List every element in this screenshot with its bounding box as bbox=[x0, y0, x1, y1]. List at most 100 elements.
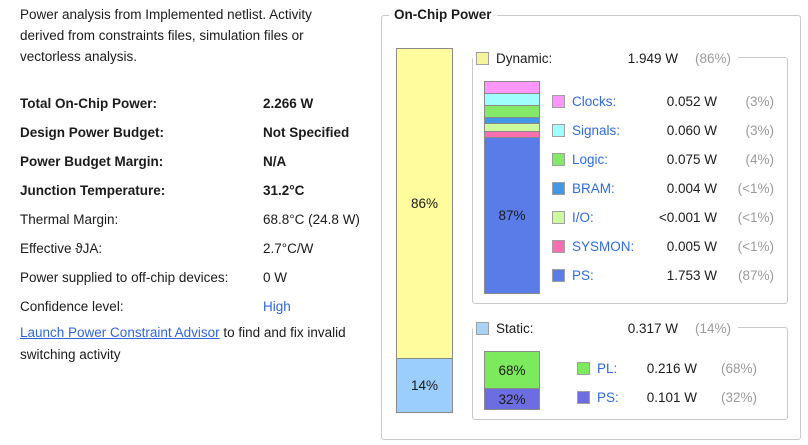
launch-power-constraint-advisor-link[interactable]: Launch Power Constraint Advisor bbox=[20, 325, 220, 340]
effective-theta-ja-label: Effective ϑJA: bbox=[20, 241, 103, 256]
io-bar-segment bbox=[485, 124, 539, 132]
static-power-group: Static: 0.317 W (14%) 68%32% PL: 0.216 W… bbox=[472, 319, 788, 420]
bram-percent: (<1%) bbox=[737, 181, 774, 196]
ps-value: 1.753 W bbox=[666, 268, 717, 283]
io-link[interactable]: I/O: bbox=[572, 210, 594, 225]
ps-static-value: 0.101 W bbox=[646, 390, 697, 405]
sysmon-value: 0.005 W bbox=[666, 239, 717, 254]
sysmon-link[interactable]: SYSMON: bbox=[572, 239, 635, 254]
ps-link[interactable]: PS: bbox=[572, 268, 594, 283]
io-color-swatch bbox=[552, 211, 565, 224]
static-legend: PL: 0.216 W (68%) PS: 0.101 W (32%) bbox=[577, 354, 757, 412]
dynamic-percent: (86%) bbox=[694, 50, 731, 66]
clocks-color-swatch bbox=[552, 95, 565, 108]
power-budget-margin-label: Power Budget Margin: bbox=[20, 154, 164, 169]
total-power-bar: 86%14% bbox=[396, 48, 453, 413]
legend-row-bram: BRAM: 0.004 W (<1%) bbox=[552, 174, 774, 203]
dynamic-color-swatch bbox=[476, 51, 489, 65]
info-row: Total On-Chip Power: 2.266 W bbox=[20, 89, 380, 118]
clocks-percent: (3%) bbox=[745, 94, 774, 109]
dynamic-legend: Clocks: 0.052 W (3%) Signals: 0.060 W (3… bbox=[552, 87, 774, 290]
confidence-level-value: High bbox=[263, 299, 291, 314]
ps-bar-segment: 32% bbox=[485, 389, 539, 409]
on-chip-power-title: On-Chip Power bbox=[389, 6, 497, 23]
on-chip-power-panel bbox=[381, 15, 801, 440]
info-row: Power supplied to off-chip devices: 0 W bbox=[20, 263, 380, 292]
logic-bar-segment bbox=[485, 106, 539, 118]
confidence-level-label: Confidence level: bbox=[20, 299, 124, 314]
junction-temperature-label: Junction Temperature: bbox=[20, 183, 166, 198]
junction-temperature-value: 31.2°C bbox=[263, 183, 305, 198]
power-budget-margin-value: N/A bbox=[263, 154, 287, 169]
signals-value: 0.060 W bbox=[666, 123, 717, 138]
sysmon-color-swatch bbox=[552, 240, 565, 253]
legend-row-clocks: Clocks: 0.052 W (3%) bbox=[552, 87, 774, 116]
ps-static-link[interactable]: PS: bbox=[597, 390, 619, 405]
off-chip-power-value: 0 W bbox=[263, 270, 288, 285]
logic-color-swatch bbox=[552, 153, 565, 166]
clocks-link[interactable]: Clocks: bbox=[572, 94, 617, 109]
power-summary-table: Total On-Chip Power: 2.266 W Design Powe… bbox=[20, 89, 380, 321]
static-breakdown-bar: 68%32% bbox=[484, 351, 540, 410]
static-value: 0.317 W bbox=[627, 320, 678, 336]
legend-row-pl: PL: 0.216 W (68%) bbox=[577, 354, 757, 383]
static-color-swatch bbox=[476, 321, 489, 335]
static-percent: (14%) bbox=[694, 320, 731, 336]
static-header: Static: 0.317 W (14%) bbox=[473, 319, 738, 337]
dynamic-power-group: Dynamic: 1.949 W (86%) 87% Clocks: 0.052… bbox=[472, 49, 788, 304]
power-analysis-description: Power analysis from Implemented netlist.… bbox=[20, 7, 312, 64]
dynamic-label: Dynamic: bbox=[496, 50, 553, 66]
clocks-bar-segment bbox=[485, 82, 539, 94]
static-label: Static: bbox=[496, 320, 534, 336]
design-power-budget-value: Not Specified bbox=[263, 125, 350, 140]
bram-bar-segment bbox=[485, 118, 539, 124]
info-row: Power Budget Margin: N/A bbox=[20, 147, 380, 176]
ps-percent: (87%) bbox=[737, 268, 774, 283]
dynamic-breakdown-bar: 87% bbox=[484, 81, 540, 294]
off-chip-power-label: Power supplied to off-chip devices: bbox=[20, 270, 229, 285]
signals-link[interactable]: Signals: bbox=[572, 123, 621, 138]
logic-value: 0.075 W bbox=[666, 152, 717, 167]
ps-static-color-swatch bbox=[577, 391, 590, 404]
total-on-chip-power-label: Total On-Chip Power: bbox=[20, 96, 157, 111]
info-row: Effective ϑJA: 2.7°C/W bbox=[20, 234, 380, 263]
info-row: Thermal Margin: 68.8°C (24.8 W) bbox=[20, 205, 380, 234]
total-on-chip-power-value: 2.266 W bbox=[263, 96, 314, 111]
thermal-margin-label: Thermal Margin: bbox=[20, 212, 119, 227]
dynamic-bar-segment: 86% bbox=[397, 49, 452, 359]
signals-bar-segment bbox=[485, 94, 539, 106]
sysmon-bar-segment bbox=[485, 132, 539, 138]
legend-row-io: I/O: <0.001 W (<1%) bbox=[552, 203, 774, 232]
logic-percent: (4%) bbox=[745, 152, 774, 167]
pl-color-swatch bbox=[577, 362, 590, 375]
pl-link[interactable]: PL: bbox=[597, 361, 618, 376]
sysmon-percent: (<1%) bbox=[737, 239, 774, 254]
signals-color-swatch bbox=[552, 124, 565, 137]
effective-theta-ja-value: 2.7°C/W bbox=[263, 241, 314, 256]
bram-color-swatch bbox=[552, 182, 565, 195]
io-value: <0.001 W bbox=[658, 210, 717, 225]
io-percent: (<1%) bbox=[737, 210, 774, 225]
bram-value: 0.004 W bbox=[666, 181, 717, 196]
bram-link[interactable]: BRAM: bbox=[572, 181, 615, 196]
legend-row-signals: Signals: 0.060 W (3%) bbox=[552, 116, 774, 145]
pl-percent: (68%) bbox=[720, 361, 757, 376]
advisor-rest-text: to find and fix invalid switching activi… bbox=[20, 325, 346, 362]
logic-link[interactable]: Logic: bbox=[572, 152, 609, 167]
ps-static-percent: (32%) bbox=[720, 390, 757, 405]
legend-row-logic: Logic: 0.075 W (4%) bbox=[552, 145, 774, 174]
info-row: Confidence level: High bbox=[20, 292, 380, 321]
legend-row-ps: PS: 1.753 W (87%) bbox=[552, 261, 774, 290]
info-row: Junction Temperature: 31.2°C bbox=[20, 176, 380, 205]
ps-bar-segment: 87% bbox=[485, 138, 539, 293]
signals-percent: (3%) bbox=[745, 123, 774, 138]
legend-row-ps-static: PS: 0.101 W (32%) bbox=[577, 383, 757, 412]
design-power-budget-label: Design Power Budget: bbox=[20, 125, 165, 140]
ps-color-swatch bbox=[552, 269, 565, 282]
legend-row-sysmon: SYSMON: 0.005 W (<1%) bbox=[552, 232, 774, 261]
pl-bar-segment: 68% bbox=[485, 352, 539, 389]
pl-value: 0.216 W bbox=[646, 361, 697, 376]
clocks-value: 0.052 W bbox=[666, 94, 717, 109]
dynamic-value: 1.949 W bbox=[627, 50, 678, 66]
static-bar-segment: 14% bbox=[397, 359, 452, 412]
